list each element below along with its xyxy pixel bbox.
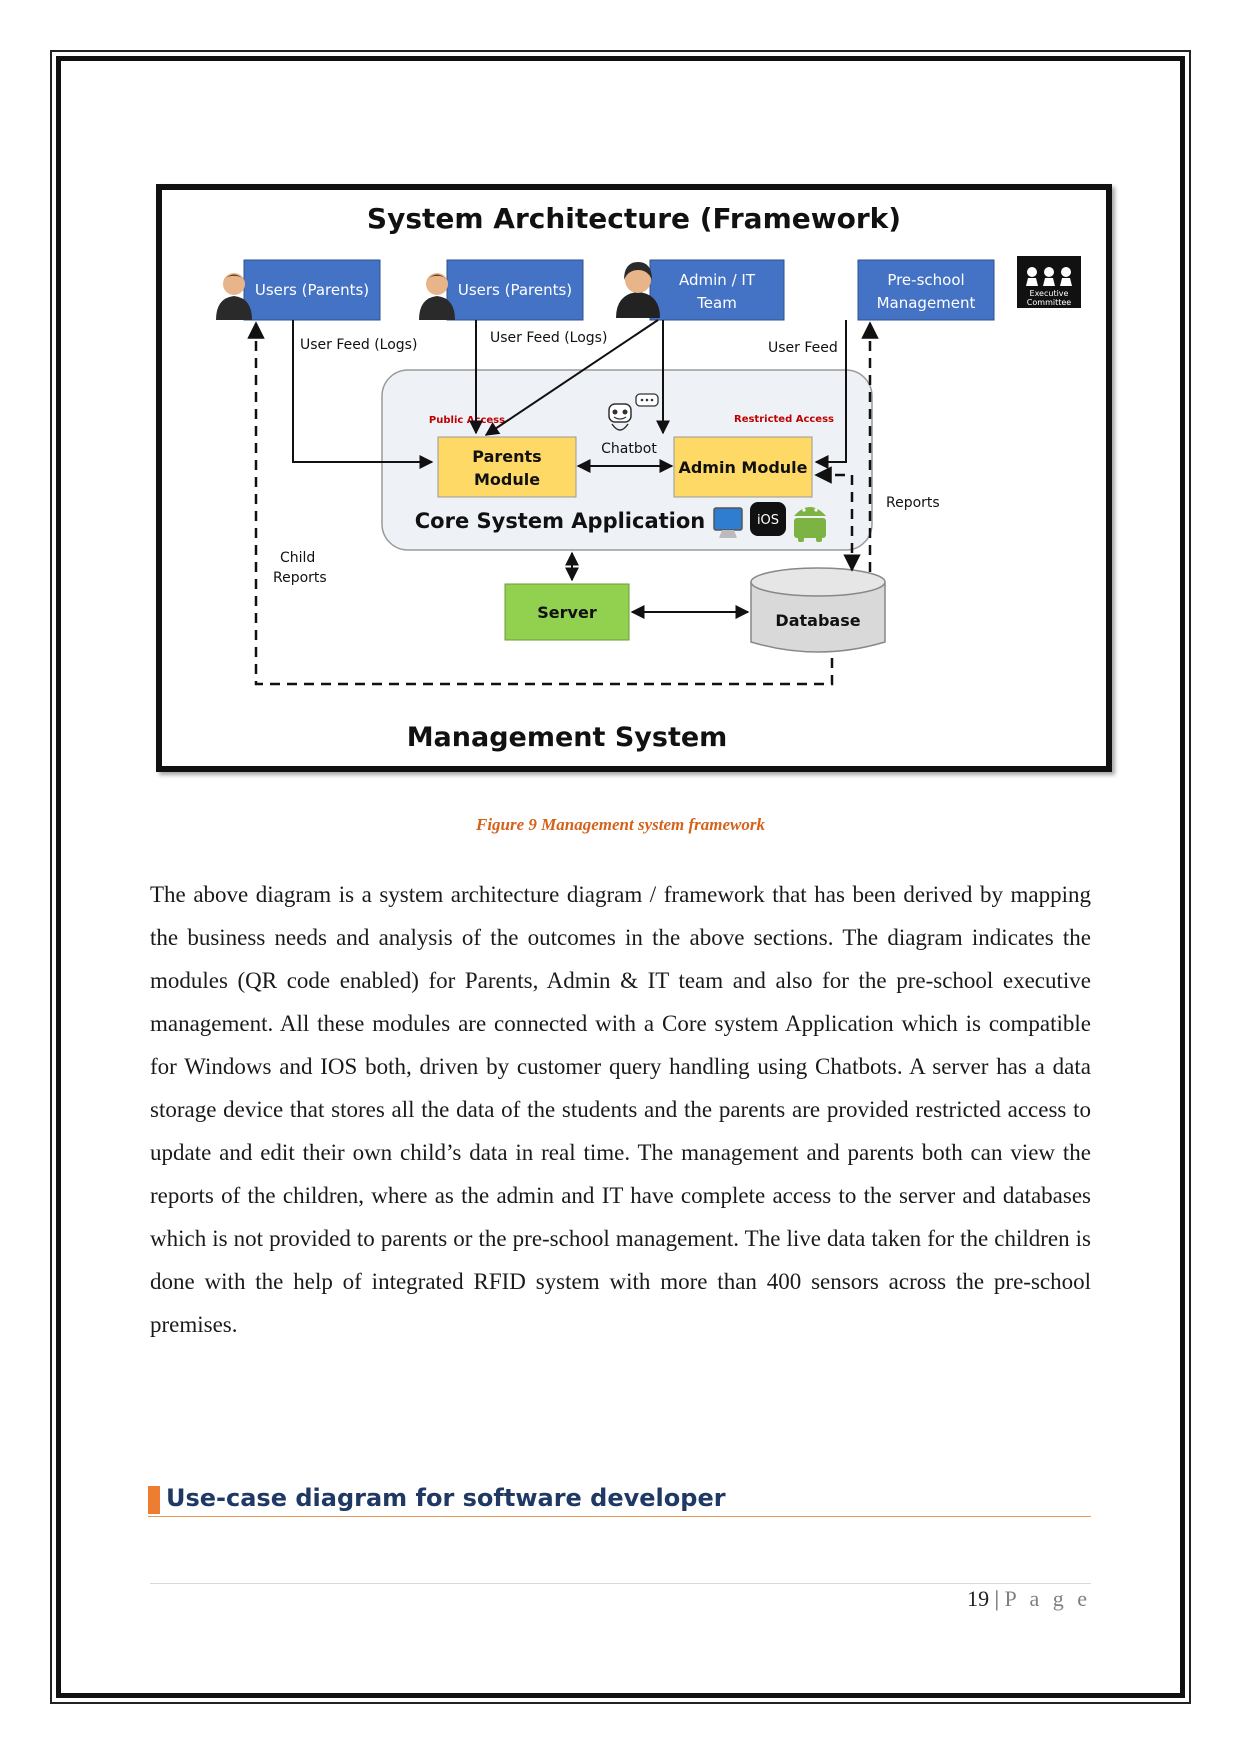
reports-label: Reports [886,495,940,511]
exec-committee-line2: Committee [1027,298,1071,307]
preschool-label-line1: Pre-school [887,271,964,289]
ios-icon: iOS [750,502,786,536]
users-parents-box-2 [446,259,584,321]
admin-module-label: Admin Module [678,458,807,477]
user-feed-flow-parents-1 [292,320,434,469]
user-feed-flow-preschool [814,320,847,469]
section-heading: Use-case diagram for software developer [148,1484,1091,1517]
page-border-outer [50,50,1191,1704]
svg-text:iOS: iOS [757,513,779,528]
child-reports-line1: Child [280,550,315,566]
user-feed-label: User Feed [768,340,838,356]
public-access-label: Public Access [429,415,505,426]
section-heading-text: Use-case diagram for software developer [166,1484,726,1512]
executive-committee-icon: Executive Committee [1017,256,1081,308]
admin-module-box [673,436,813,498]
users-parents-box-1 [243,259,381,321]
architecture-diagram: System Architecture (Framework) Users (P… [216,202,1081,753]
user-feed-logs-label-2: User Feed (Logs) [490,330,607,346]
page-border-inner [56,56,1185,1698]
chatbot-icon [608,393,659,431]
diagram-title: System Architecture (Framework) [367,202,901,235]
page-label: P a g e [1004,1586,1091,1611]
users-parents-label-2: Users (Parents) [458,281,572,299]
chatbot-label: Chatbot [601,441,657,457]
database-admin-dashed-flow [814,466,861,572]
user-feed-logs-label-1: User Feed (Logs) [300,337,417,353]
windows-monitor-icon [713,507,743,538]
preschool-management-box [857,259,995,321]
admin-it-label-line1: Admin / IT [679,271,756,289]
android-icon [794,507,826,542]
database-label: Database [775,611,860,630]
admin-it-label-line2: Team [696,294,737,312]
footer-divider [150,1583,1091,1584]
server-label: Server [537,603,597,622]
admin-to-parents-flow [484,319,659,436]
page-number: 19 [967,1586,990,1611]
child-reports-line2: Reports [273,570,327,586]
user-avatar-icon [216,273,252,320]
users-parents-label-1: Users (Parents) [255,281,369,299]
architecture-figure: System Architecture (Framework) Users (P… [156,184,1112,772]
parents-module-box [437,436,577,498]
admin-it-team-box [649,259,785,321]
user-avatar-icon [419,273,455,320]
database-cylinder [750,567,886,653]
heading-accent-bar [148,1486,160,1514]
page-footer: 19 | P a g e [700,1586,1091,1612]
admin-avatar-icon [616,262,660,318]
core-system-label: Core System Application [415,509,705,533]
child-reports-flow [247,321,834,686]
diagram-bottom-title: Management System [407,722,728,753]
body-paragraph: The above diagram is a system architectu… [150,882,1091,1337]
restricted-access-label: Restricted Access [734,414,834,425]
figure-caption: Figure 9 Management system framework [475,815,765,834]
server-box [504,583,630,641]
preschool-label-line2: Management [877,294,976,312]
parents-module-line2: Module [474,470,540,489]
page-separator: | [994,1586,1000,1611]
parents-module-line1: Parents [472,447,541,466]
exec-committee-line1: Executive [1030,289,1069,298]
